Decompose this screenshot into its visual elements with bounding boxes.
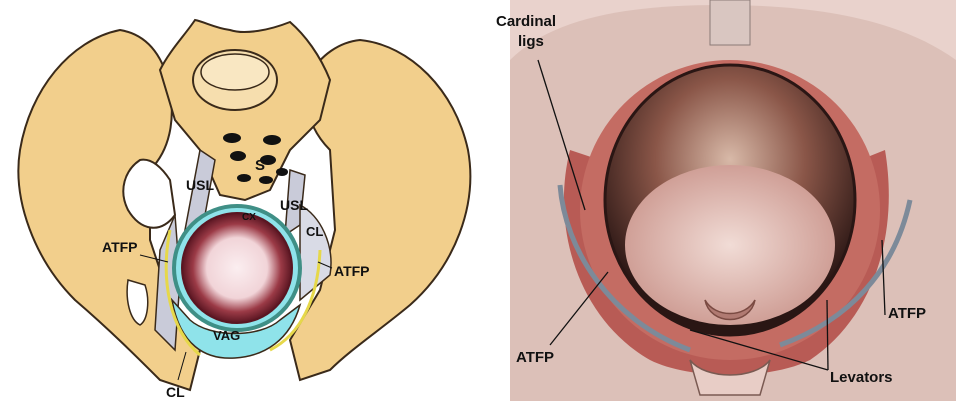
pelvic-floor-svg: Cardinal ligs ATFP ATFP Levators (490, 0, 956, 401)
label-vag: VAG (213, 328, 240, 343)
fetal-face (625, 165, 835, 325)
label-cl-bottom: CL (166, 384, 185, 400)
label-atfp-left: ATFP (102, 239, 138, 255)
label-s: S (255, 157, 265, 174)
label-ligs: ligs (518, 33, 544, 50)
pelvis-schematic-illustration: S USL USL CX CL ATFP ATFP VAG CL (0, 0, 482, 401)
label-atfp-right: ATFP (334, 263, 370, 279)
pubic-symphysis (710, 0, 750, 45)
label-atfp-right-right-panel: ATFP (888, 305, 926, 322)
label-cardinal: Cardinal (496, 13, 556, 30)
label-cl-right: CL (306, 224, 323, 239)
label-usl-right: USL (280, 197, 308, 213)
label-levators: Levators (830, 369, 893, 386)
pelvic-floor-painting: Cardinal ligs ATFP ATFP Levators (490, 0, 956, 401)
label-usl-left: USL (186, 177, 214, 193)
label-atfp-left-right-panel: ATFP (516, 349, 554, 366)
label-cx: CX (242, 212, 256, 223)
vertebral-endplate (201, 54, 269, 90)
fetal-head (182, 213, 292, 323)
pelvis-schematic-svg: S USL USL CX CL ATFP ATFP VAG CL (0, 0, 482, 401)
